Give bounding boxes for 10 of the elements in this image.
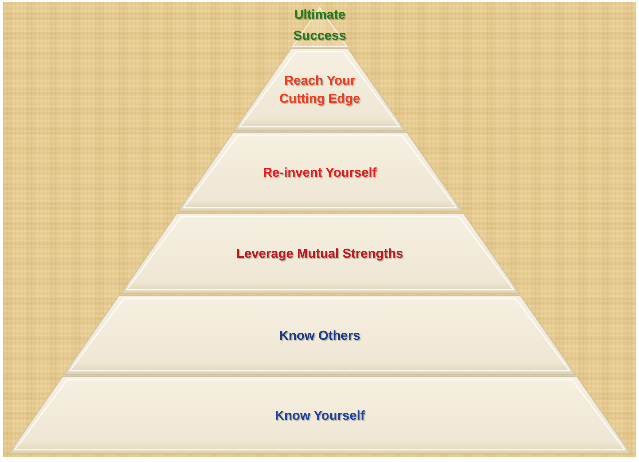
tier-label: Leverage Mutual Strengths <box>236 245 404 263</box>
pyramid-tier <box>178 133 462 212</box>
tier-label: Reach Your Cutting Edge <box>278 72 362 108</box>
pyramid-tier <box>120 214 520 294</box>
tier-label: Know Others <box>280 326 360 344</box>
tier-label: Ultimate Success <box>292 6 348 45</box>
tier-label: Re-invent Yourself <box>263 164 377 182</box>
pyramid-tier <box>9 377 631 454</box>
tier-label: Know Yourself <box>275 406 365 424</box>
pyramid-tier <box>234 49 406 131</box>
